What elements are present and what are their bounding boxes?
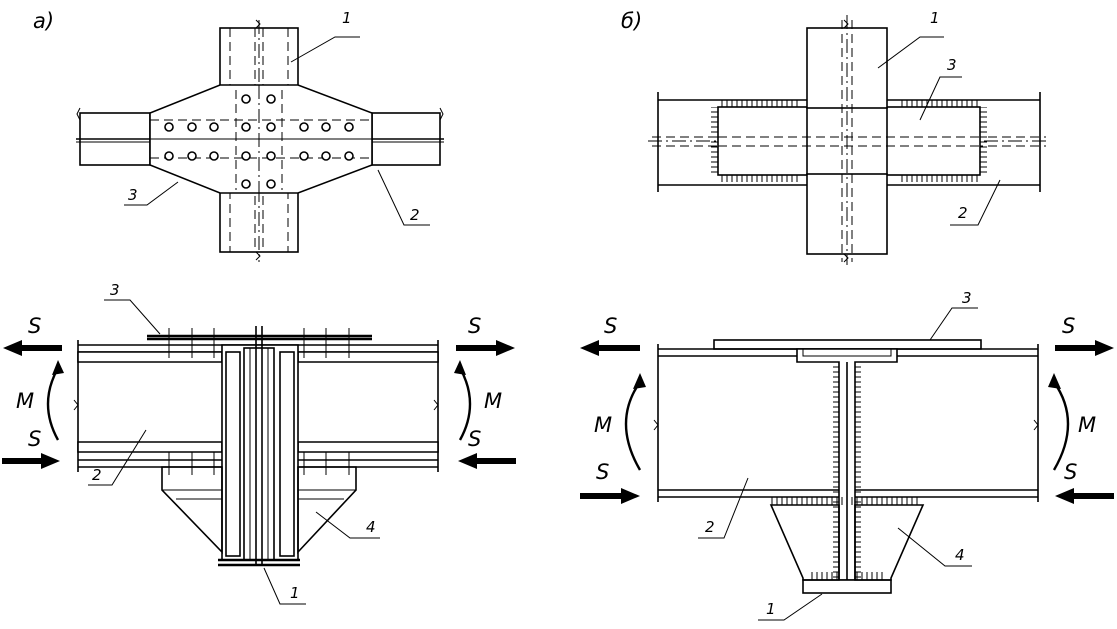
label-s-b-br: S xyxy=(1064,460,1077,484)
column-b-elevation xyxy=(796,348,898,594)
label-3-b-elev: 3 xyxy=(962,289,972,307)
bolt-holes-a xyxy=(164,94,354,189)
bolt-ticks-a-elev xyxy=(168,328,350,475)
label-4-a-elev: 4 xyxy=(366,518,376,536)
label-4-b-elev: 4 xyxy=(955,546,965,564)
label-m-b-r: M xyxy=(1078,413,1096,437)
label-s-a-br: S xyxy=(468,427,481,451)
label-s-b-tr: S xyxy=(1062,314,1075,338)
label-3-b-plan: 3 xyxy=(947,56,957,74)
label-1-a-plan: 1 xyxy=(342,9,352,27)
leaders-b-plan: 1 3 2 xyxy=(877,9,1001,226)
label-1-b-elev: 1 xyxy=(766,600,776,618)
label-3-a-plan: 3 xyxy=(128,186,138,204)
label-m-b-l: M xyxy=(594,413,612,437)
force-arrows-b: S S S S xyxy=(580,314,1114,504)
panel-a-elevation: S S S S M M 3 2 4 1 xyxy=(2,281,516,605)
label-1-a-elev: 1 xyxy=(290,584,300,602)
moment-arcs-a: M M xyxy=(16,360,502,441)
leaders-a-plan: 1 3 2 xyxy=(124,9,430,226)
label-m-a-r: M xyxy=(484,389,502,413)
cover-plate-b xyxy=(711,100,987,182)
label-s-b-tl: S xyxy=(604,314,617,338)
label-3-a-elev: 3 xyxy=(110,281,120,299)
leaders-b-elev: 3 2 4 1 xyxy=(698,289,978,621)
column-b-plan xyxy=(718,15,980,265)
bracket-a xyxy=(161,466,357,555)
label-2-a-elev: 2 xyxy=(92,466,102,484)
panel-b-elevation: S S S S M M 3 2 4 1 xyxy=(580,289,1114,621)
label-s-a-tr: S xyxy=(468,314,481,338)
panel-a-title: а) xyxy=(33,9,54,33)
label-2-a-plan: 2 xyxy=(410,206,420,224)
panel-a-plan-view: а) xyxy=(33,9,444,262)
label-2-b-plan: 2 xyxy=(958,204,968,222)
label-s-b-bl: S xyxy=(596,460,609,484)
label-m-a-l: M xyxy=(16,389,34,413)
bracket-b xyxy=(769,497,925,581)
column-a-elevation xyxy=(218,326,300,567)
force-arrows-a: S S S S xyxy=(2,314,516,469)
moment-arcs-b: M M xyxy=(594,373,1096,471)
label-s-a-tl: S xyxy=(28,314,41,338)
panel-b-title: б) xyxy=(621,9,642,33)
panel-b-plan-view: б) xyxy=(621,9,1050,265)
label-s-a-bl: S xyxy=(28,427,41,451)
label-1-b-plan: 1 xyxy=(930,9,940,27)
label-2-b-elev: 2 xyxy=(705,518,715,536)
column-a-plan xyxy=(219,19,299,262)
leaders-a-elev: 3 2 4 1 xyxy=(88,281,380,605)
beam-a-plan xyxy=(76,107,444,166)
